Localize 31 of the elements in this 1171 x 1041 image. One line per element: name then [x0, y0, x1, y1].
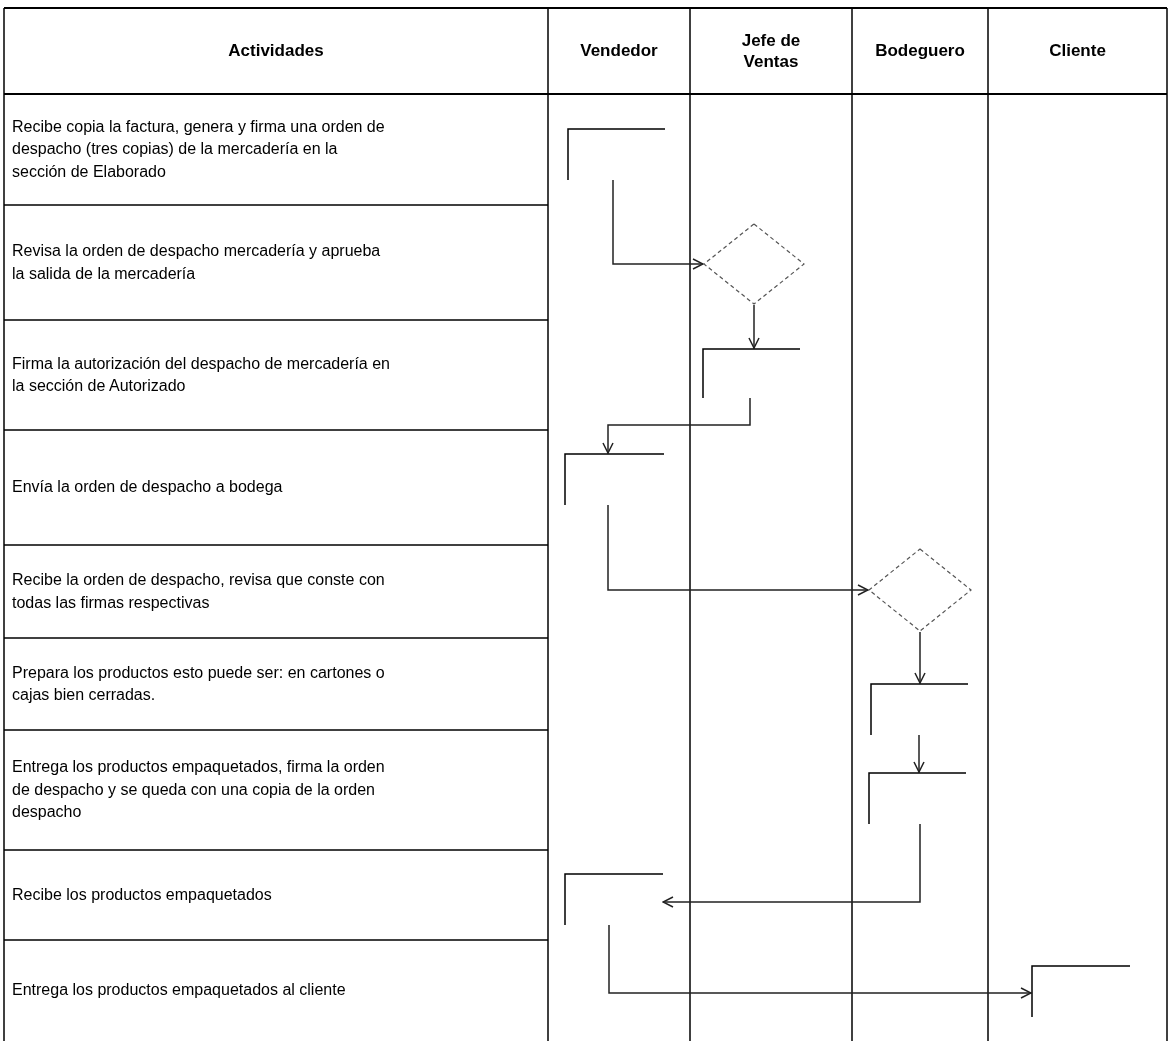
activity-text: Entrega los productos empaquetados, firma la orden de despacho y se queda con una copia de la orden despacho [12, 757, 386, 823]
activity-text: Prepara los productos esto puede ser: en cartones o cajas bien cerradas. [12, 662, 386, 705]
activity-text: Revisa la orden de despacho mercadería y aprueba la salida de la mercadería [12, 241, 382, 284]
activity-text: Firma la autorización del despacho de mercadería en la sección de Autorizado [12, 353, 391, 396]
flow-arrow [612, 179, 704, 270]
flow-arrow [602, 397, 751, 454]
activity-text: Recibe copia la factura, genera y firma una orden de despacho (tres copias) de la mercadería en la sección de Elaborado [12, 116, 386, 182]
activity-text: Envía la orden de despacho a bodega [12, 477, 284, 498]
flow-arrow [662, 823, 921, 908]
process-box [564, 453, 664, 505]
process-box [870, 683, 968, 735]
decision-diamond [703, 223, 805, 305]
column-header: Vendedor [580, 40, 658, 62]
column-header: Bodeguero [875, 40, 965, 62]
column-header: Actividades [228, 40, 324, 62]
decision-diamond [868, 548, 972, 632]
process-box [868, 772, 966, 824]
flow-arrow [608, 924, 1032, 999]
column-header: Cliente [1049, 40, 1106, 62]
process-box [564, 873, 663, 925]
process-box [567, 128, 665, 180]
flow-arrow [748, 304, 760, 349]
column-header: Jefe de Ventas [740, 29, 802, 73]
process-box [1031, 965, 1130, 1017]
flow-arrow [914, 631, 926, 684]
flow-arrow [607, 504, 869, 596]
activity-text: Recibe los productos empaquetados [12, 884, 273, 905]
process-box [702, 348, 800, 398]
flow-arrow [913, 734, 925, 773]
activity-text: Entrega los productos empaquetados al cliente [12, 980, 347, 1001]
activity-text: Recibe la orden de despacho, revisa que conste con todas las firmas respectivas [12, 570, 386, 613]
